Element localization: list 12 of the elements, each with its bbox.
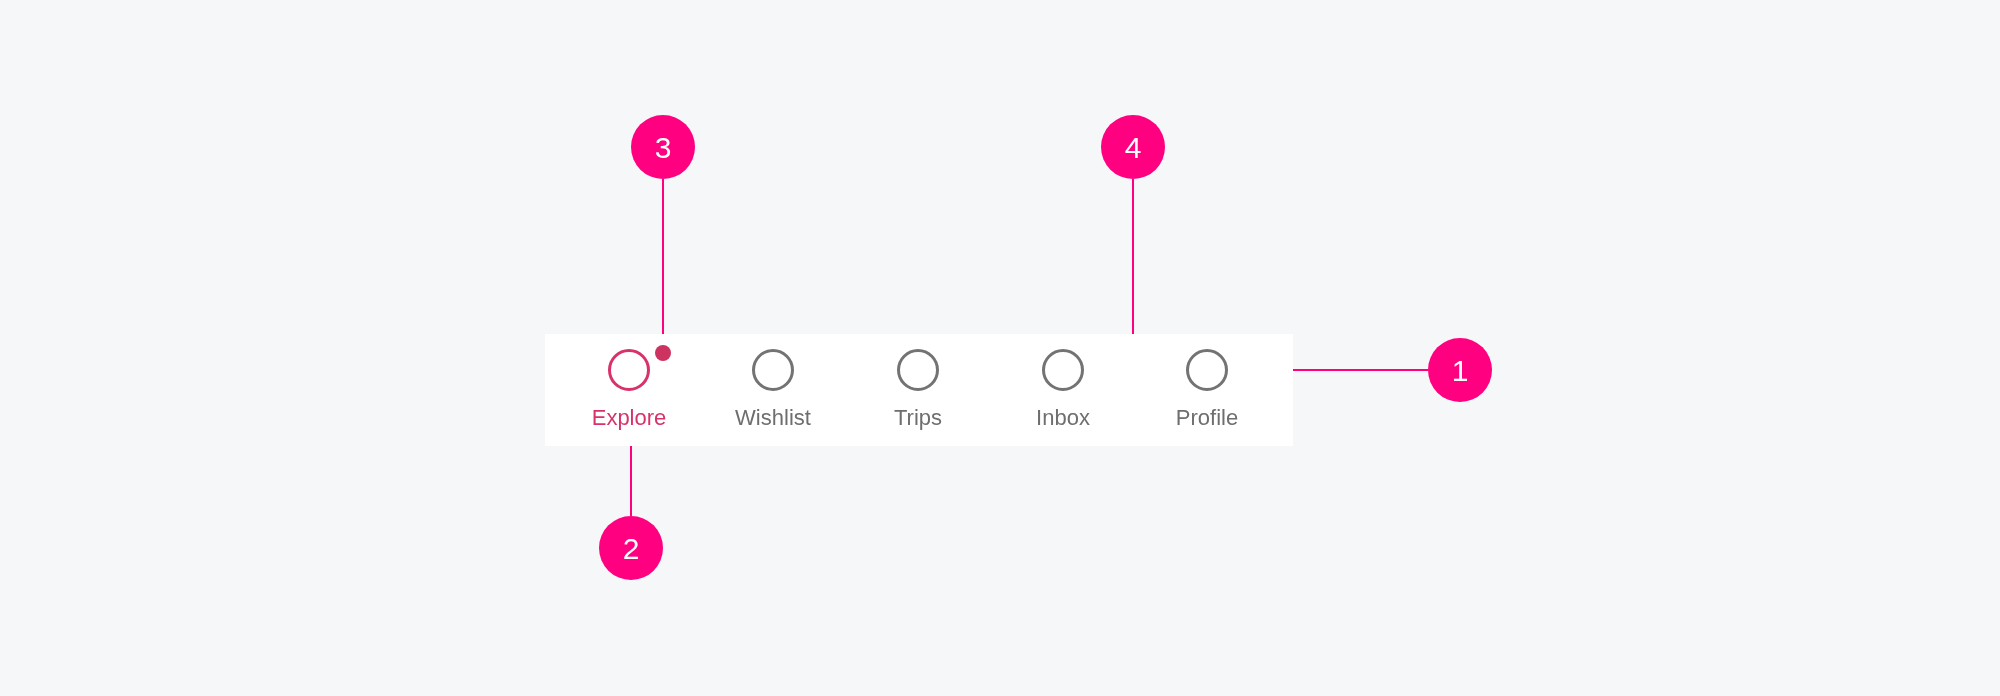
callout-number: 4 (1101, 115, 1165, 179)
callout-number: 1 (1428, 338, 1492, 402)
tab-label: Wishlist (734, 404, 812, 432)
leader-line (1292, 369, 1429, 371)
callout-number: 3 (631, 115, 695, 179)
tab-label: Inbox (1035, 404, 1091, 432)
tab-label: Explore (590, 404, 668, 432)
tab-label: Profile (1174, 404, 1240, 432)
tab-bar (545, 334, 1293, 446)
callout-number: 2 (599, 516, 663, 580)
leader-line (1132, 178, 1134, 335)
tab-label: Trips (892, 404, 944, 432)
